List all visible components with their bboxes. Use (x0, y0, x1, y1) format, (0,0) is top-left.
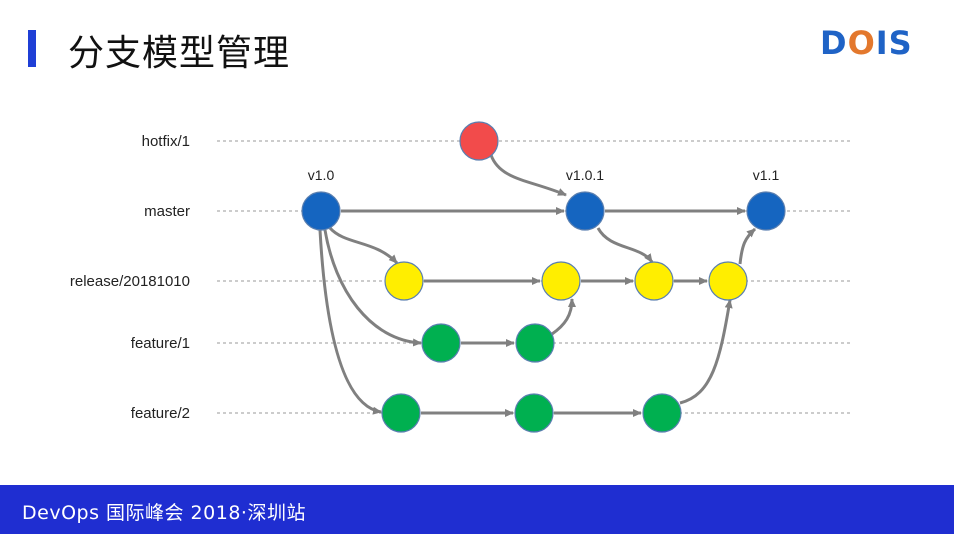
commit-node-r2 (541, 261, 581, 301)
edge-h1-m2 (489, 154, 567, 197)
edges-layer (318, 154, 757, 417)
edge-m1-f1a (323, 229, 422, 347)
edge-f2c-r4 (679, 299, 733, 405)
lane-label-master: master (144, 203, 190, 220)
tag-label-m1: v1.0 (308, 167, 335, 183)
tag-label-m2: v1.0.1 (566, 167, 604, 183)
commit-node-f2a (381, 393, 421, 433)
footer-text: DevOps 国际峰会 2018·深圳站 (22, 502, 306, 524)
edge-m1-r1 (328, 226, 399, 265)
page-title: 分支模型管理 (68, 33, 291, 74)
commit-node-h1 (459, 121, 499, 161)
dois-logo: DOIS (820, 24, 913, 62)
lane-label-release: release/20181010 (70, 273, 190, 290)
footer-bar: DevOps 国际峰会 2018·深圳站 (0, 485, 954, 534)
commit-node-r3 (634, 261, 674, 301)
edge-r4-m3 (738, 227, 757, 265)
logo-part-1: D (820, 24, 848, 62)
title-accent-bar (28, 30, 36, 67)
lane-label-feature1: feature/1 (131, 335, 190, 352)
lane-label-feature2: feature/2 (131, 405, 190, 422)
commit-node-f2c (642, 393, 682, 433)
commit-node-r1 (384, 261, 424, 301)
edge-m2-r3 (596, 227, 654, 263)
logo-part-2: O (847, 24, 876, 62)
edge-f1b-r2 (551, 298, 576, 336)
logo-part-3: IS (875, 24, 913, 62)
nodes-layer (301, 121, 786, 433)
commit-node-m2 (565, 191, 605, 231)
edge-m1-f2a (318, 229, 382, 415)
lane-label-hotfix: hotfix/1 (142, 133, 190, 150)
commit-node-r4 (708, 261, 748, 301)
commit-node-f2b (514, 393, 554, 433)
branch-diagram: hotfix/1 master release/20181010 feature/1 f… (70, 121, 852, 433)
commit-node-m1 (301, 191, 341, 231)
commit-node-f1b (515, 323, 555, 363)
commit-node-m3 (746, 191, 786, 231)
tags-layer: v1.0 v1.0.1 v1.1 (308, 167, 780, 183)
commit-node-f1a (421, 323, 461, 363)
tag-label-m3: v1.1 (753, 167, 780, 183)
